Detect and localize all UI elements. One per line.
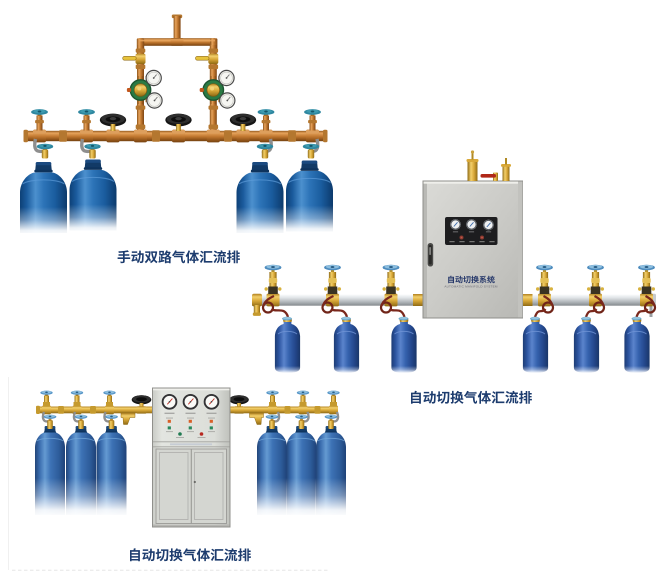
svg-text:AUTOMATIC MANIFOLD SYSTEM: AUTOMATIC MANIFOLD SYSTEM [444, 285, 498, 289]
